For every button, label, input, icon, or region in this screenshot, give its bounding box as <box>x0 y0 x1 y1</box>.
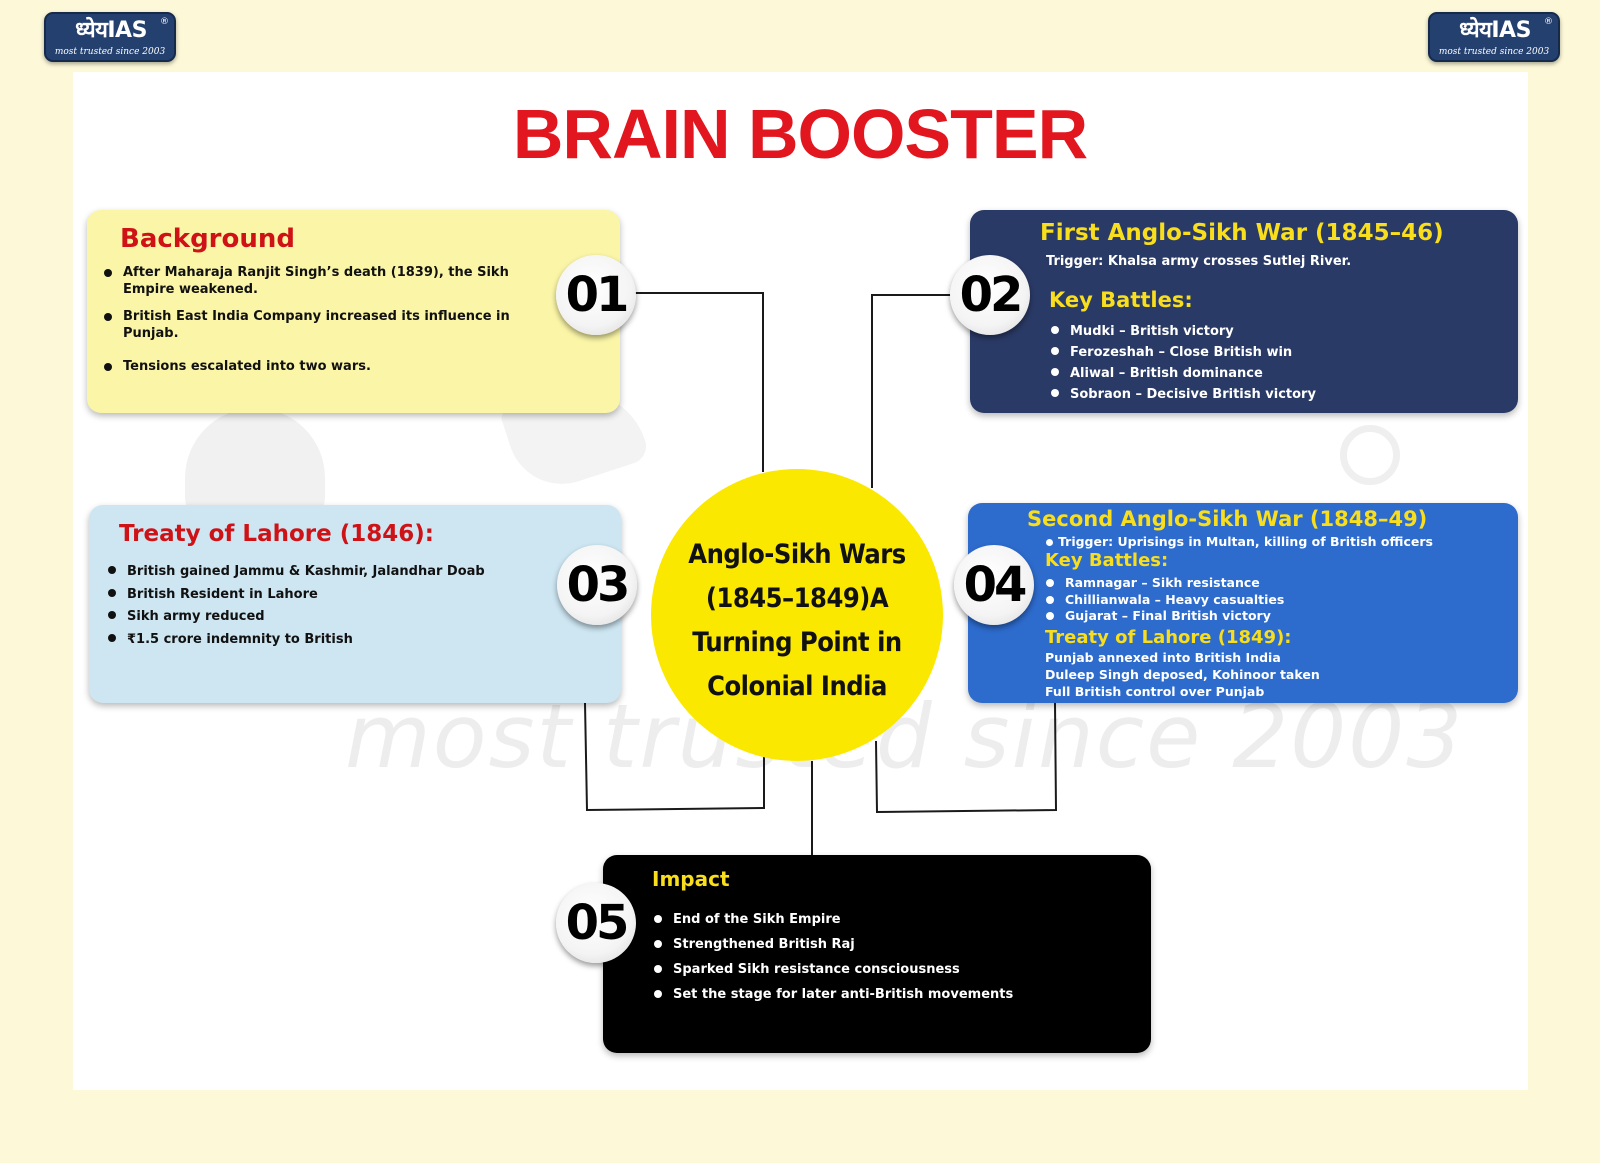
center-circle <box>651 469 943 761</box>
list-item: Punjab annexed into British India <box>1045 650 1281 665</box>
connector-02 <box>871 294 951 488</box>
list-item: Sikh army reduced <box>108 606 485 629</box>
first-war-title: First Anglo-Sikh War (1845–46) <box>1040 220 1444 246</box>
treaty-1849-title: Treaty of Lahore (1849): <box>1045 627 1292 648</box>
logo-wordmark: ध्येयIAS <box>1459 18 1531 43</box>
treaty-1849-list: Punjab annexed into British India Duleep… <box>1045 649 1320 700</box>
second-war-key-battles-title: Key Battles: <box>1045 550 1169 571</box>
connector-04 <box>875 702 1058 814</box>
list-item: ₹1.5 crore indemnity to British <box>108 629 485 652</box>
connector-03 <box>584 702 765 812</box>
logo-tagline: most trusted since 2003 <box>1438 47 1550 57</box>
logo-right: ध्येयIAS ® most trusted since 2003 <box>1428 12 1560 62</box>
list-item: Full British control over Punjab <box>1045 684 1265 699</box>
list-item: Ferozeshah – Close British win <box>1051 342 1316 363</box>
watermark-shape <box>185 408 325 518</box>
list-item: Ramnagar – Sikh resistance <box>1045 575 1284 592</box>
first-war-key-battles-title: Key Battles: <box>1049 288 1193 312</box>
list-item: Aliwal – British dominance <box>1051 363 1316 384</box>
logo-registered-mark: ® <box>1544 17 1553 27</box>
number-badge-02: 02 <box>950 255 1030 335</box>
list-item: After Maharaja Ranjit Singh’s death (183… <box>104 264 553 298</box>
page-title: BRAIN BOOSTER <box>512 95 1088 173</box>
list-item: Sobraon – Decisive British victory <box>1051 384 1316 405</box>
list-item: British East India Company increased its… <box>104 308 553 342</box>
background-title: Background <box>120 224 295 254</box>
number-badge-05: 05 <box>556 883 636 963</box>
logo-left: ध्येयIAS ® most trusted since 2003 <box>44 12 176 62</box>
first-war-battles-list: Mudki – British victory Ferozeshah – Clo… <box>1051 321 1316 405</box>
list-item: Chillianwala – Heavy casualties <box>1045 591 1285 607</box>
list-item: British Resident in Lahore <box>108 584 485 607</box>
impact-box: Impact End of the Sikh Empire Strengthen… <box>603 855 1151 1053</box>
center-topic-text: Anglo-Sikh Wars (1845–1849)A Turning Poi… <box>688 539 906 702</box>
watermark-registered-icon <box>1340 425 1400 485</box>
number-badge-03: 03 <box>557 545 637 625</box>
treaty-1846-title: Treaty of Lahore (1846): <box>119 521 434 547</box>
list-item: End of the Sikh Empire <box>653 907 1013 932</box>
list-item: Mudki – British victory <box>1051 321 1316 342</box>
treaty-1846-list: British gained Jammu & Kashmir, Jalandha… <box>108 561 485 652</box>
list-item: Gujarat – Final British victory <box>1045 608 1284 625</box>
first-war-trigger: Trigger: Khalsa army crosses Sutlej Rive… <box>1046 254 1352 269</box>
background-box: Background After Maharaja Ranjit Singh’s… <box>87 210 620 413</box>
logo-registered-mark: ® <box>160 17 169 27</box>
impact-list: End of the Sikh Empire Strengthened Brit… <box>653 907 1013 1007</box>
list-item: Sparked Sikh resistance consciousness <box>653 957 1013 982</box>
second-war-box: Second Anglo-Sikh War (1848–49) Trigger:… <box>968 503 1518 703</box>
treaty-1846-box: Treaty of Lahore (1846): British gained … <box>89 505 621 703</box>
second-war-battles-list: Ramnagar – Sikh resistance Chillianwala … <box>1045 575 1285 625</box>
connector-01 <box>634 292 764 472</box>
impact-title: Impact <box>652 867 730 891</box>
number-badge-01: 01 <box>556 255 636 335</box>
number-badge-04: 04 <box>954 545 1034 625</box>
background-list: After Maharaja Ranjit Singh’s death (183… <box>104 264 553 385</box>
logo-wordmark: ध्येयIAS <box>75 18 147 43</box>
logo-tagline: most trusted since 2003 <box>54 47 166 57</box>
list-item: Strengthened British Raj <box>653 932 1013 957</box>
second-war-title: Second Anglo-Sikh War (1848–49) <box>1027 507 1428 531</box>
first-war-box: First Anglo-Sikh War (1845–46) Trigger: … <box>970 210 1518 413</box>
list-item: British gained Jammu & Kashmir, Jalandha… <box>108 561 485 584</box>
list-item: Set the stage for later anti-British mov… <box>653 982 1013 1007</box>
list-item: Duleep Singh deposed, Kohinoor taken <box>1045 667 1320 682</box>
second-war-trigger: Trigger: Uprisings in Multan, killing of… <box>1046 534 1433 549</box>
list-item: Tensions escalated into two wars. <box>104 358 553 375</box>
